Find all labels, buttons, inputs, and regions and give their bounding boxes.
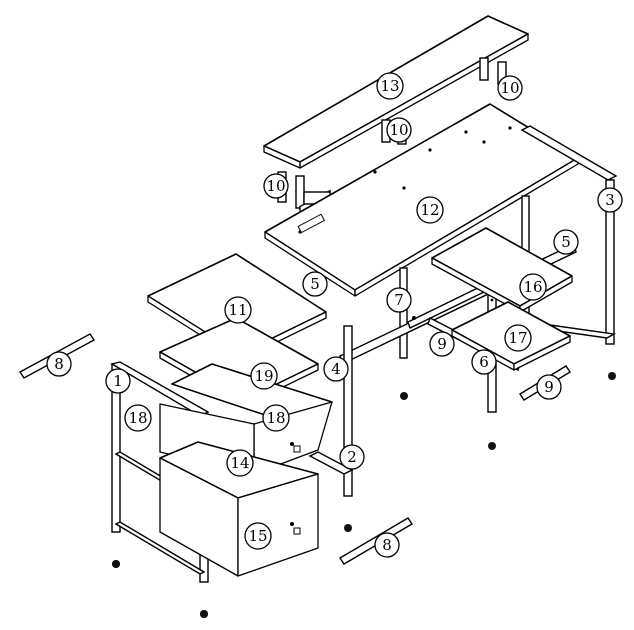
callout-18b: 18 xyxy=(262,404,290,432)
callout-7: 7 xyxy=(386,287,412,313)
callout-10b: 10 xyxy=(386,117,412,143)
callout-label: 10 xyxy=(500,79,519,97)
foot-marker xyxy=(112,560,120,568)
callout-16: 16 xyxy=(519,273,547,301)
callout-1: 1 xyxy=(105,368,131,394)
callout-label: 11 xyxy=(228,301,247,319)
left-back-frame xyxy=(308,325,354,532)
callout-label: 8 xyxy=(54,355,64,373)
callout-3: 3 xyxy=(597,187,623,213)
callout-label: 10 xyxy=(389,121,408,139)
callout-label: 19 xyxy=(254,367,273,385)
callout-label: 2 xyxy=(347,448,357,466)
callout-6: 6 xyxy=(471,349,497,375)
callout-label: 8 xyxy=(382,536,392,554)
callout-5a: 5 xyxy=(553,229,579,255)
callout-label: 4 xyxy=(331,360,341,378)
callout-8b: 8 xyxy=(374,532,400,558)
callout-label: 13 xyxy=(380,77,399,95)
callout-label: 17 xyxy=(508,329,527,347)
callout-label: 15 xyxy=(248,527,267,545)
callout-9b: 9 xyxy=(536,374,562,400)
callout-4: 4 xyxy=(323,356,349,382)
foot-marker xyxy=(200,610,208,618)
callout-10c: 10 xyxy=(263,173,289,199)
callout-label: 18 xyxy=(128,409,147,427)
callout-11: 11 xyxy=(224,296,252,324)
callout-label: 5 xyxy=(310,275,320,293)
callout-label: 18 xyxy=(266,409,285,427)
callout-label: 1 xyxy=(113,372,123,390)
callout-label: 9 xyxy=(544,378,554,396)
callout-label: 7 xyxy=(394,291,404,309)
callout-13: 13 xyxy=(376,72,404,100)
callout-18a: 18 xyxy=(124,404,152,432)
callout-12: 12 xyxy=(416,196,444,224)
callout-8a: 8 xyxy=(46,351,72,377)
callout-label: 5 xyxy=(561,233,571,251)
callout-label: 14 xyxy=(230,454,249,472)
callout-17: 17 xyxy=(504,324,532,352)
callout-15: 15 xyxy=(244,522,272,550)
callout-14: 14 xyxy=(226,449,254,477)
center-frame xyxy=(399,267,408,400)
callout-label: 9 xyxy=(437,335,447,353)
callout-9a: 9 xyxy=(429,331,455,357)
callout-5b: 5 xyxy=(302,271,328,297)
callout-label: 16 xyxy=(523,278,542,296)
callout-label: 6 xyxy=(479,353,489,371)
callout-label: 10 xyxy=(266,177,285,195)
callout-2: 2 xyxy=(339,444,365,470)
callout-19: 19 xyxy=(250,362,278,390)
callout-10a: 10 xyxy=(497,75,523,101)
callout-label: 3 xyxy=(605,191,615,209)
callout-label: 12 xyxy=(420,201,439,219)
